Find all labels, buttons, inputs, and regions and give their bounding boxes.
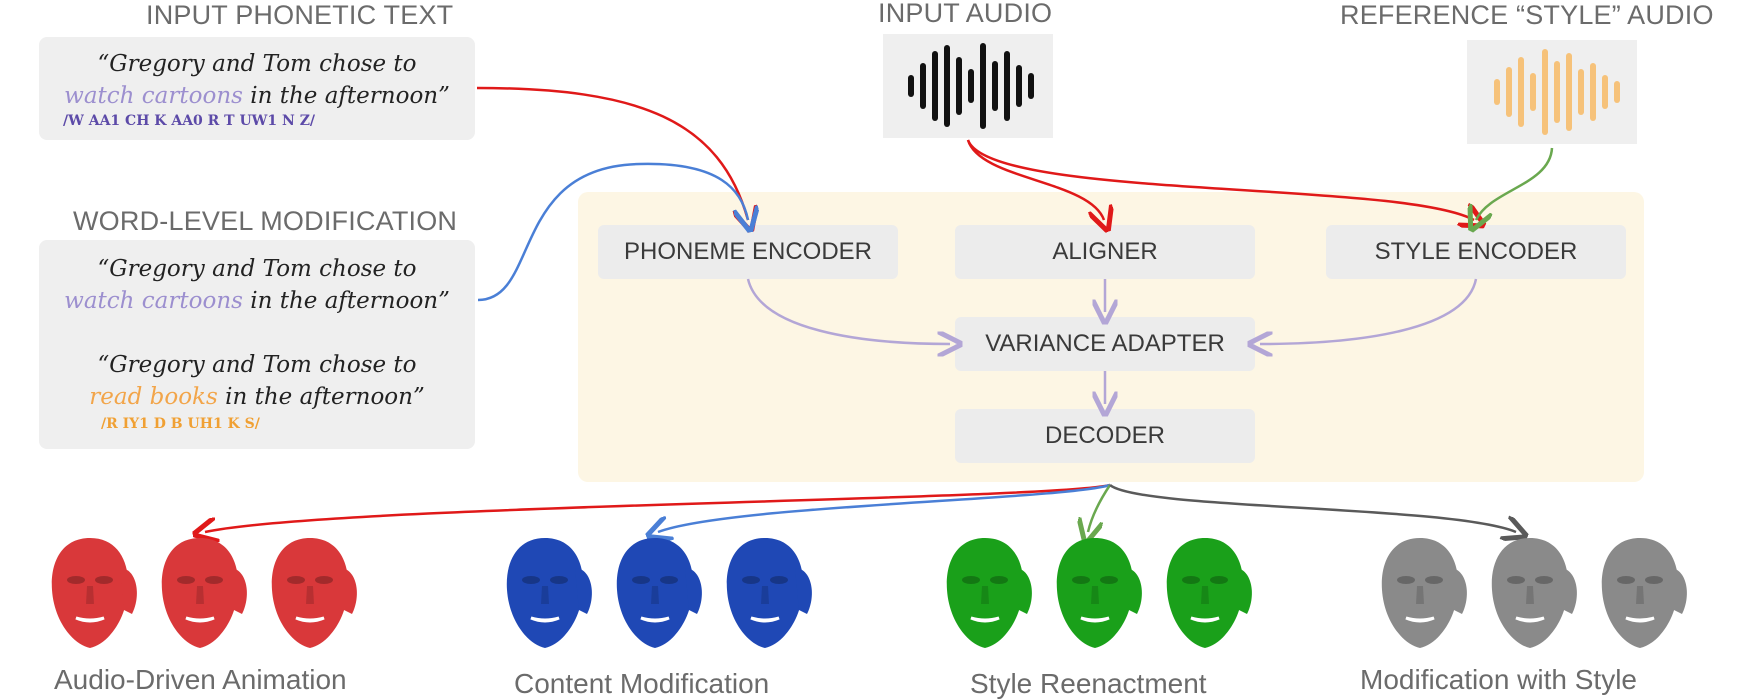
input-audio-label: INPUT AUDIO [878, 0, 1053, 28]
arrow-decoder-to-green-faces [1088, 484, 1112, 532]
arrow-style-to-variance [1260, 278, 1478, 344]
red-faces [50, 536, 359, 650]
caption-content-modification: Content Modification [514, 668, 770, 699]
style-waveform-icon [1494, 49, 1620, 135]
style-encoder-node: STYLE ENCODER [1326, 225, 1626, 279]
phonetic-quote-line2: watch cartoons in the afternoon” [39, 83, 475, 109]
waveform-icon [908, 43, 1034, 129]
green-face-2 [1055, 536, 1144, 650]
arrow-text-to-phoneme-encoder [476, 86, 748, 220]
blue-face-1 [505, 536, 594, 650]
gray-face-3 [1600, 536, 1689, 650]
decoder-node: DECODER [955, 409, 1255, 463]
modification-a-highlight: watch cartoons [64, 288, 243, 314]
arrow-decoder-to-red-faces [205, 483, 1111, 532]
input-phonetic-text-label: INPUT PHONETIC TEXT [146, 0, 454, 30]
input-phonetic-text-box: “Gregory and Tom chose to watch cartoons… [39, 37, 475, 140]
blue-face-3 [725, 536, 814, 650]
modification-a-rest: in the afternoon” [242, 288, 450, 314]
phonetic-quote-line1: “Gregory and Tom chose to [97, 51, 417, 77]
arrow-style-audio-to-style-encoder [1476, 147, 1554, 220]
arrow-modification-to-phoneme-encoder [477, 162, 748, 302]
reference-style-audio-label: REFERENCE “STYLE” AUDIO [1340, 0, 1714, 30]
red-face-1 [50, 536, 139, 650]
arrow-phoneme-to-variance [746, 278, 950, 344]
modification-a-line2: watch cartoons in the afternoon” [39, 288, 475, 314]
arrow-audio-to-style-encoder [966, 139, 1474, 220]
modification-a-line1: “Gregory and Tom chose to [97, 256, 417, 282]
faces-row [50, 536, 1689, 650]
modification-b-rest: in the afternoon” [217, 384, 425, 410]
blue-face-2 [615, 536, 704, 650]
word-level-modification-label: WORD-LEVEL MODIFICATION [73, 206, 458, 236]
gray-face-2 [1490, 536, 1579, 650]
arrow-decoder-to-blue-faces [658, 483, 1111, 532]
gray-face-1 [1380, 536, 1469, 650]
modification-b-highlight: read books [89, 384, 218, 410]
variance-adapter-node: VARIANCE ADAPTER [955, 317, 1255, 371]
modification-b-phonemes: /R IY1 D B UH1 K S/ [101, 416, 260, 432]
phonetic-phonemes: /W AA1 CH K AA0 R T UW1 N Z/ [63, 113, 316, 129]
green-faces [945, 536, 1254, 650]
phonetic-highlight: watch cartoons [64, 83, 243, 109]
caption-audio-driven: Audio-Driven Animation [54, 664, 347, 695]
green-face-3 [1165, 536, 1254, 650]
red-face-3 [270, 536, 359, 650]
word-level-modification-box: “Gregory and Tom chose to watch cartoons… [39, 240, 475, 449]
style-audio-box [1467, 40, 1637, 144]
caption-modification-with-style: Modification with Style [1360, 664, 1638, 695]
blue-faces [505, 536, 814, 650]
modification-b-line2: read books in the afternoon” [39, 384, 475, 410]
green-face-1 [945, 536, 1034, 650]
input-audio-box [883, 34, 1053, 138]
arrow-decoder-to-gray-faces [1109, 483, 1516, 532]
gray-faces [1380, 536, 1689, 650]
caption-style-reenactment: Style Reenactment [970, 668, 1207, 699]
arrow-audio-to-aligner [966, 139, 1104, 220]
phoneme-encoder-node: PHONEME ENCODER [598, 225, 898, 279]
phonetic-line2-rest: in the afternoon” [242, 83, 450, 109]
modification-b-line1: “Gregory and Tom chose to [97, 352, 417, 378]
red-face-2 [160, 536, 249, 650]
